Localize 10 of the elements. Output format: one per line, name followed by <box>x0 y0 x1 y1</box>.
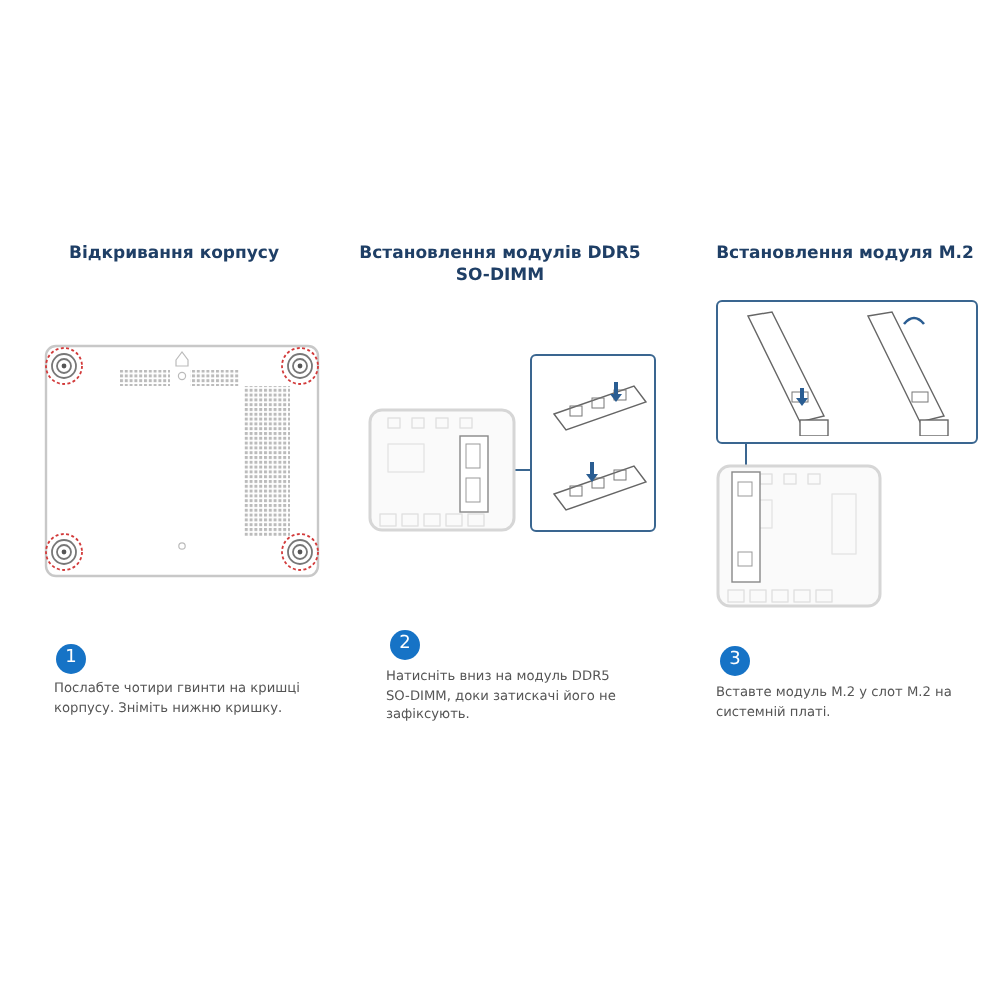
step-number: 3 <box>720 646 750 676</box>
section-heading: Встановлення модулів DDR5 SO-DIMM <box>357 244 643 288</box>
step-number: 2 <box>390 630 420 660</box>
section-heading: Встановлення модуля M.2 <box>714 244 976 266</box>
section-heading: Відкривання корпусу <box>66 244 282 266</box>
motherboard-drawing <box>368 408 516 532</box>
motherboard-drawing <box>716 464 882 608</box>
detail-inset <box>716 300 978 444</box>
detail-inset <box>530 354 656 532</box>
step-number: 1 <box>56 644 86 674</box>
